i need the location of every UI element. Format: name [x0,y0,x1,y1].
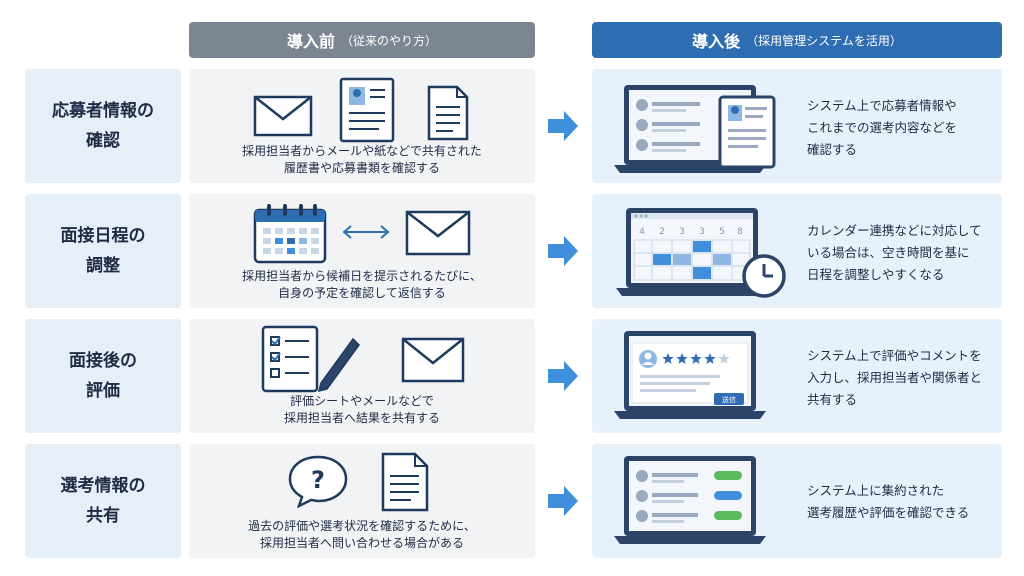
document-icon [381,452,429,512]
before-box-interview-schedule: 採用担当者から候補日を提示されるたびに、自身の予定を確認して返信する [189,194,535,308]
after-box-interview-schedule: 4 2 3 3 5 8 カレンダー連携などに対応している場合は、空き時間を基に日… [592,194,1002,308]
row-label-line: 面接日程の [60,226,146,246]
calendar-day-label: 5 [719,227,725,237]
star-icon [718,353,730,364]
question-mark: ? [311,466,325,494]
after-description: システム上で評価やコメントを入力し、採用担当者や関係者と共有する [807,348,983,407]
laptop-applicant-list-icon [614,85,776,173]
calendar-day-label: 8 [737,227,743,237]
envelope-icon [253,95,313,137]
arrow-right-icon [548,361,578,391]
arrow-right-icon [548,111,578,141]
row-label-line: 調整 [86,256,120,276]
after-description: カレンダー連携などに対応している場合は、空き時間を基に日程を調整しやすくなる [807,223,982,282]
row-label-line: 共有 [86,506,120,526]
calendar-day-label: 4 [639,227,645,237]
row-label-line: 確認 [86,131,120,151]
before-description: 評価シートやメールなどで採用担当者へ結果を共有する [283,394,440,425]
calendar-icon [253,204,327,264]
after-box-info-sharing: システム上に集約された選考履歴や評価を確認できる [592,444,1002,558]
resume-document-icon [339,77,395,143]
row-label-line: 評価 [86,381,120,401]
row-label-line: 選考情報の [60,476,146,496]
before-box-info-sharing: ? 過去の評価や選考状況を確認するために、採用担当者へ問い合わせる場合がある [189,444,535,558]
star-icon [690,353,702,364]
before-header: 導入前 （従来のやり方） [189,22,535,58]
arrow-right-icon [548,236,578,266]
row-label-evaluation: 面接後の評価 [25,319,181,433]
after-header-title: 導入後 [692,32,741,51]
before-description: 過去の評価や選考状況を確認するために、採用担当者へ問い合わせる場合がある [248,519,476,550]
before-header-title: 導入前 [286,32,335,51]
arrow-right-icon [548,486,578,516]
laptop-rating-icon: 送信 [614,331,766,419]
document-icon [427,85,469,141]
calendar-day-label: 3 [679,227,685,237]
row-label-line: 応募者情報の [52,101,154,121]
laptop-calendar-icon: 4 2 3 3 5 8 [616,208,786,298]
row-label-line: 面接後の [69,351,137,371]
rating-stars [662,353,730,364]
checklist-pencil-icon [261,325,360,393]
after-description: システム上に集約された選考履歴や評価を確認できる [807,483,970,520]
after-header-sub: （採用管理システムを活用） [746,33,902,48]
send-button-label: 送信 [722,395,736,404]
after-box-evaluation: 送信 システム上で評価やコメントを入力し、採用担当者や関係者と共有する [592,319,1002,433]
star-icon [704,353,716,364]
after-header: 導入後 （採用管理システムを活用） [592,22,1002,58]
before-box-evaluation: 評価シートやメールなどで採用担当者へ結果を共有する [189,319,535,433]
after-box-applicant-info: システム上で応募者情報やこれまでの選考内容などを確認する [592,69,1002,183]
row-label-applicant-info: 応募者情報の確認 [25,69,181,183]
row-label-interview-schedule: 面接日程の調整 [25,194,181,308]
calendar-day-label: 3 [699,227,705,237]
envelope-icon [405,210,471,256]
before-description: 採用担当者からメールや紙などで共有された履歴書や応募書類を確認する [242,144,482,175]
envelope-icon [401,337,465,383]
laptop-status-list-icon [614,456,766,544]
before-description: 採用担当者から候補日を提示されるたびに、自身の予定を確認して返信する [242,269,482,300]
star-icon [662,353,674,364]
star-icon [676,353,688,364]
after-description: システム上で応募者情報やこれまでの選考内容などを確認する [807,98,958,157]
before-box-applicant-info: 採用担当者からメールや紙などで共有された履歴書や応募書類を確認する [189,69,535,183]
question-bubble-icon: ? [288,455,348,508]
double-arrow-icon [342,225,390,239]
calendar-day-label: 2 [659,227,665,237]
row-label-info-sharing: 選考情報の共有 [25,444,181,558]
before-header-sub: （従来のやり方） [341,33,438,48]
